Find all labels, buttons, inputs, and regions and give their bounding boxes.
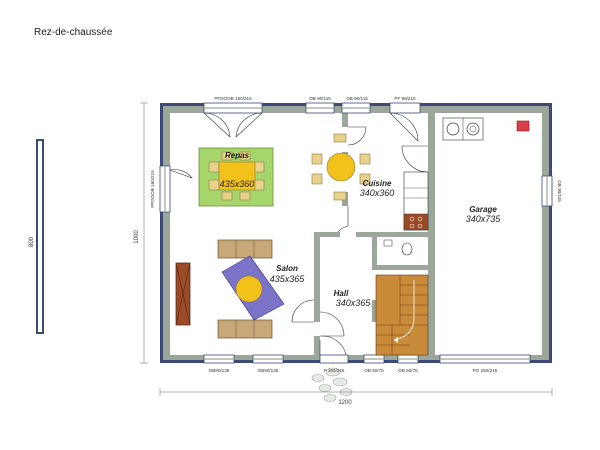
room-size-garage: 340x735 [466,214,502,224]
opening-label-top-3: OB 90/115 [346,96,368,101]
opening-label-left: PFDOOB 160/215 [150,170,155,208]
opening-label-right: OB 90/115 [557,180,562,202]
dimension-lines [140,102,553,396]
room-name-hall: Hall [334,289,349,298]
opening-label-bottom-2: OB90/135 [258,368,279,373]
door-swings [169,112,429,356]
room-name-garage: Garage [469,205,497,214]
room-size-cuisine: 340x360 [360,188,395,198]
sofa-bottom [217,319,273,339]
dining-area [198,147,274,207]
toilet-icon [401,242,413,256]
kitchen-table [326,152,356,182]
coffee-table [235,275,263,303]
room-size-repas: 435x360 [220,179,255,189]
room-name-cuisine: Cuisine [363,179,392,188]
opening-label-top-1: PFDOOB 160/215 [214,96,252,101]
opening-label-bottom-4: OB 50/75 [364,368,384,373]
depth-dimension-label: 1000 [134,230,140,244]
kitchen-area [311,133,429,231]
side-block [36,139,44,334]
room-name-repas: Repas [225,151,250,160]
opening-label-bottom-5: OB 50/75 [398,368,418,373]
opening-label-bottom-1: OB90/135 [209,368,230,373]
room-size-salon: 435x365 [270,274,306,284]
side-dimension-label: 800 [29,236,35,247]
room-name-salon: Salon [276,264,298,273]
sofa-top [217,239,273,259]
entrance-path [311,367,353,402]
wc-area [383,239,413,256]
staircase [375,274,429,356]
opening-label-bottom-3: P 100/215 [324,368,345,373]
width-dimension-label: 1200 [338,400,352,406]
living-area [175,239,285,339]
room-size-hall: 340x365 [336,298,372,308]
garage-area [442,117,530,141]
boiler [516,120,530,132]
wall-openings [159,102,553,364]
dining-table [218,161,256,191]
opening-label-top-4: PF 90/215 [394,96,416,101]
opening-label-top-2: OB 90/115 [309,96,331,101]
opening-label-bottom-6: PG 250/215 [473,368,498,373]
plan-title: Rez-de-chaussée [34,27,113,38]
